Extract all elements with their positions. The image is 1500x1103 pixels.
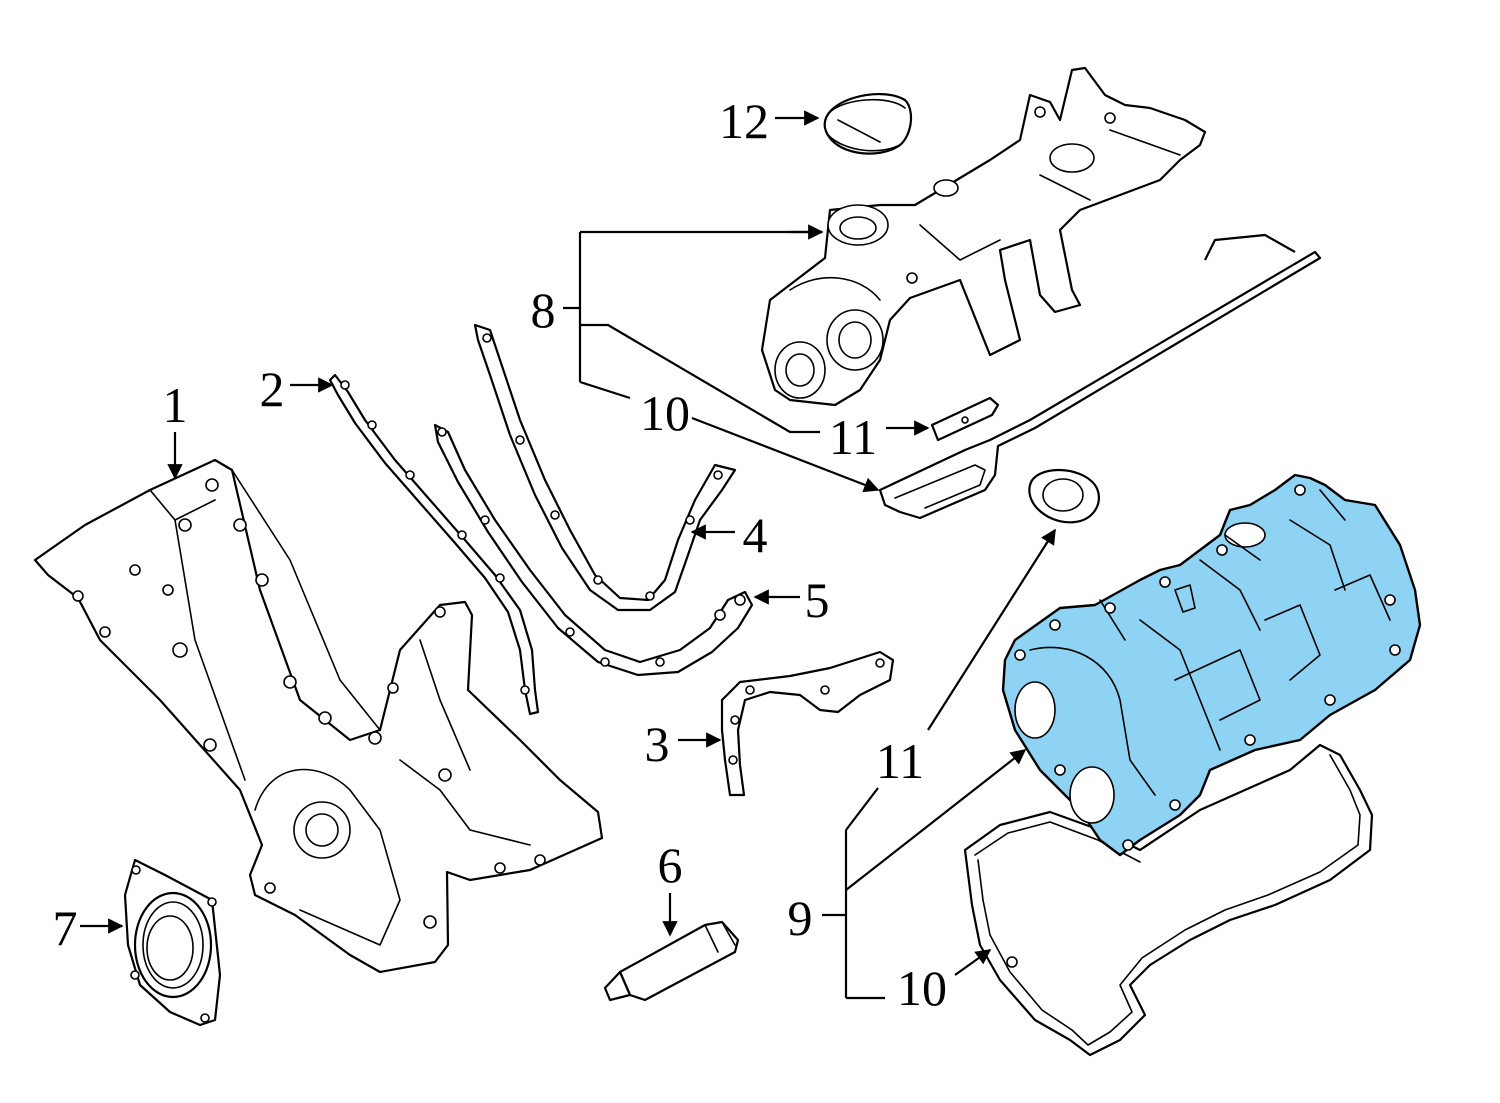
valve-cover-left-part[interactable] — [760, 66, 1207, 407]
bracket-11-upper-part[interactable] — [930, 396, 1000, 442]
crank-seal-part[interactable] — [123, 858, 222, 1027]
callout-8: 8 — [531, 282, 556, 338]
gasket-5-part[interactable] — [433, 423, 754, 677]
callout-4: 4 — [743, 507, 768, 563]
callout-1: 1 — [163, 377, 188, 433]
callout-6: 6 — [658, 837, 683, 893]
gasket-2-part[interactable] — [328, 373, 540, 716]
callout-10-lower: 10 — [897, 960, 947, 1016]
callout-12: 12 — [719, 93, 769, 149]
gasket-3-part[interactable] — [720, 650, 895, 797]
callout-3: 3 — [645, 716, 670, 772]
sealant-tube-part[interactable] — [603, 920, 740, 1002]
callout-2: 2 — [260, 361, 285, 417]
gasket-10-lower-part[interactable] — [963, 743, 1374, 1057]
callout-5: 5 — [805, 572, 830, 628]
valve-cover-right-part[interactable] — [1001, 473, 1422, 857]
seal-11-lower-part[interactable] — [1028, 468, 1101, 524]
gasket-4-part[interactable] — [473, 323, 737, 612]
callout-11-upper: 11 — [829, 409, 877, 465]
callout-10-upper: 10 — [640, 385, 690, 441]
leader-lines — [80, 110, 1056, 1000]
callout-11-lower: 11 — [876, 733, 924, 789]
callout-7: 7 — [53, 900, 78, 956]
timing-cover-part[interactable] — [33, 458, 604, 974]
oil-cap-part[interactable] — [823, 92, 913, 155]
callout-9: 9 — [788, 890, 813, 946]
gasket-10-upper-part[interactable] — [878, 233, 1322, 520]
callout-labels: 1 2 3 4 5 6 7 8 9 10 10 11 11 12 — [53, 93, 948, 1016]
